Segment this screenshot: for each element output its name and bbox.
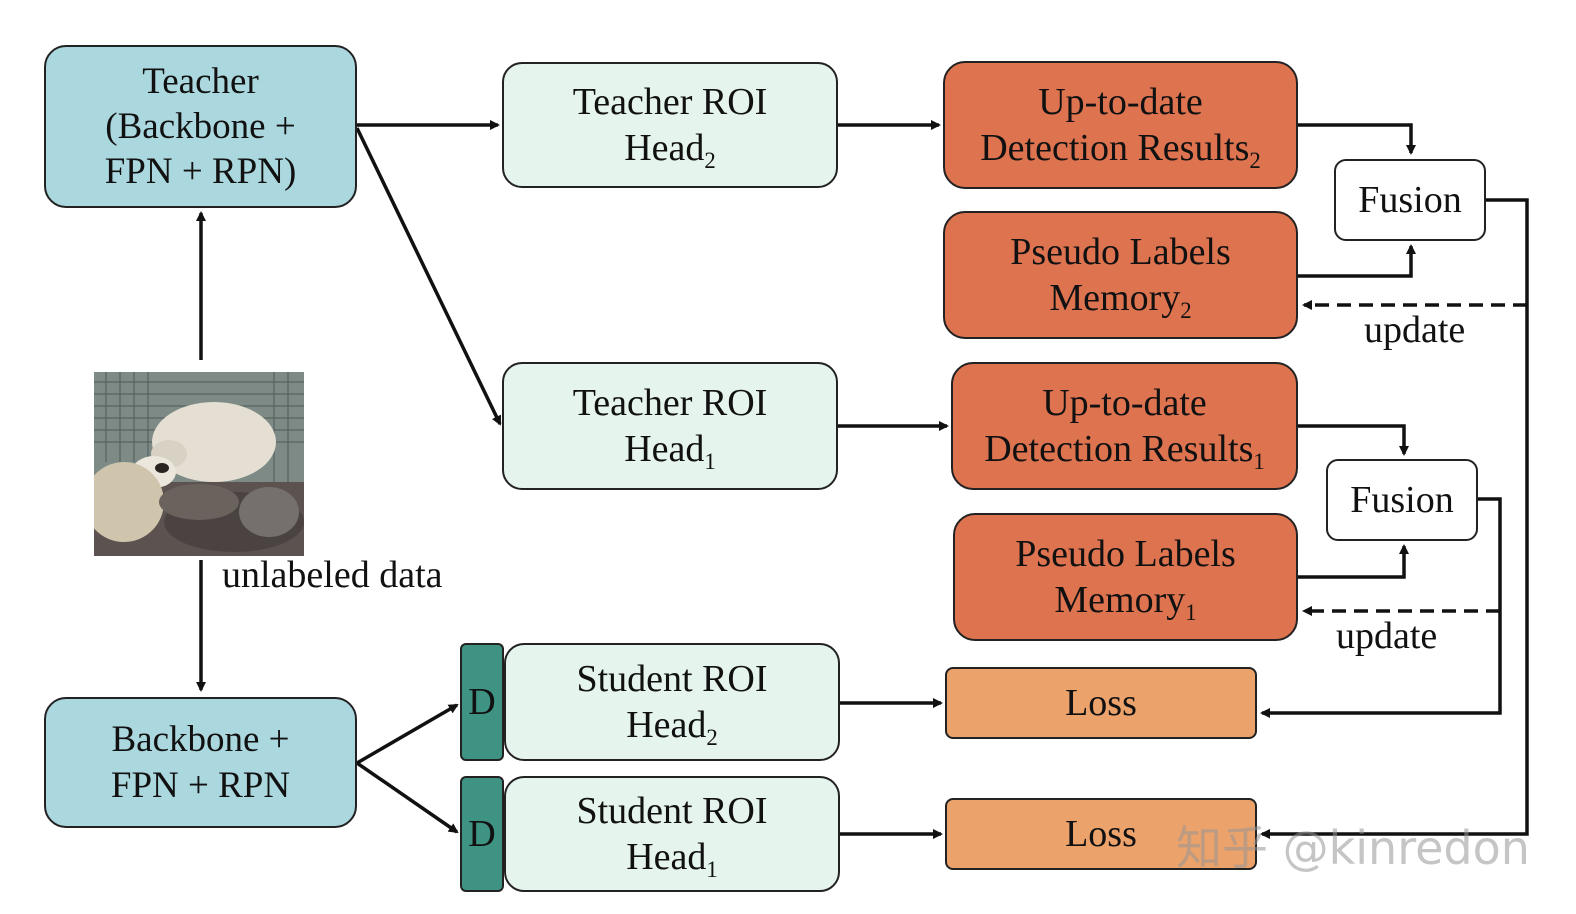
student-roi-2-line-2: Head2	[626, 704, 718, 750]
d-tag-1: D	[460, 776, 504, 892]
d-tag-2: D	[460, 643, 504, 761]
d-tag-1-label: D	[468, 812, 496, 855]
arrow-teacher-to-roi1	[355, 127, 502, 426]
teacher-line-3: FPN + RPN)	[104, 151, 297, 193]
student-roi-2-line-1: Student ROI	[576, 657, 768, 700]
zhihu-watermark: 知乎 @kinredon	[1176, 821, 1530, 875]
d-tag-2-label: D	[468, 680, 496, 723]
loss-box-1: Loss	[945, 798, 1257, 870]
fusion-2-label: Fusion	[1358, 178, 1462, 221]
arrow-detection1-to-fusion1	[1298, 424, 1409, 456]
memory-2-line-2: Memory2	[1049, 277, 1192, 323]
loss-2-label: Loss	[1065, 681, 1137, 724]
arrow-memory1-to-fusion1	[1298, 544, 1409, 579]
arrow-backbone-to-d2	[356, 703, 459, 765]
student-roi-1-line-1: Student ROI	[576, 789, 768, 832]
arrow-fusion2-to-loss1	[1260, 198, 1529, 839]
unlabeled-sheep-image	[94, 372, 304, 556]
fusion-box-1: Fusion	[1326, 459, 1478, 541]
memory-1-line-2: Memory1	[1054, 579, 1197, 625]
teacher-roi-1-line-2: Head1	[624, 428, 716, 474]
memory-1-line-1: Pseudo Labels	[1015, 532, 1236, 575]
unlabeled-data-caption: unlabeled data	[222, 554, 443, 596]
teacher-roi-head-2: Teacher ROI Head2	[502, 62, 838, 188]
detection-1-line-2: Detection Results1	[984, 428, 1265, 474]
arrow-detection2-to-fusion2	[1298, 123, 1416, 155]
arrow-fusion1-to-loss2	[1260, 497, 1502, 718]
teacher-line-1: Teacher	[142, 60, 259, 102]
teacher-roi-2-line-1: Teacher ROI	[572, 80, 768, 123]
detection-results-2: Up-to-date Detection Results2	[943, 61, 1298, 189]
teacher-roi-2-line-2: Head2	[624, 127, 716, 173]
update-label-2: update	[1364, 309, 1466, 351]
memory-2-line-1: Pseudo Labels	[1010, 230, 1231, 273]
student-roi-head-2: Student ROI Head2	[504, 643, 840, 761]
pseudo-labels-memory-1: Pseudo Labels Memory1	[953, 513, 1298, 641]
pseudo-labels-memory-2: Pseudo Labels Memory2	[943, 211, 1298, 339]
teacher-roi-1-line-1: Teacher ROI	[572, 381, 768, 424]
arrow-memory2-to-fusion2	[1298, 244, 1416, 278]
detection-results-1: Up-to-date Detection Results1	[951, 362, 1298, 490]
detection-2-line-1: Up-to-date	[1038, 80, 1203, 123]
update-label-1: update	[1336, 615, 1438, 657]
backbone-box: Backbone + FPN + RPN	[44, 697, 357, 828]
teacher-box: Teacher (Backbone + FPN + RPN)	[44, 45, 357, 208]
teacher-line-2: (Backbone +	[105, 105, 296, 147]
arrow-backbone-to-d1	[356, 761, 459, 834]
detection-2-line-2: Detection Results2	[980, 127, 1261, 173]
loss-box-2: Loss	[945, 667, 1257, 739]
backbone-line-1: Backbone +	[111, 719, 290, 761]
fusion-1-label: Fusion	[1350, 478, 1454, 521]
loss-1-label: Loss	[1065, 812, 1137, 855]
student-roi-1-line-2: Head1	[626, 836, 718, 882]
backbone-line-2: FPN + RPN	[110, 764, 291, 806]
fusion-box-2: Fusion	[1334, 159, 1486, 241]
student-roi-head-1: Student ROI Head1	[504, 776, 840, 892]
detection-1-line-1: Up-to-date	[1042, 381, 1207, 424]
teacher-roi-head-1: Teacher ROI Head1	[502, 362, 838, 490]
